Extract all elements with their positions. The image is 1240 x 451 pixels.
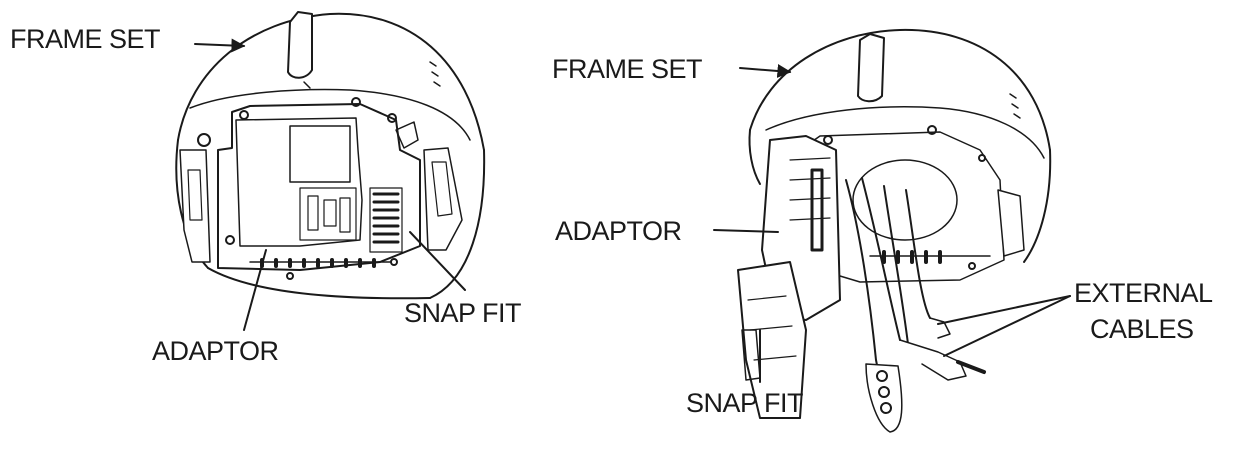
right-external-cables-label-line2: CABLES [1090, 314, 1194, 344]
right-adaptor-label: ADAPTOR [555, 216, 682, 246]
right-snap-fit-label: SNAP FIT [686, 388, 803, 418]
right-external-cables-label-line1: EXTERNAL [1074, 278, 1213, 308]
left-frame-set-label: FRAME SET [10, 24, 160, 54]
left-snap-fit-leader [409, 231, 466, 291]
right-figure: FRAME SET ADAPTOR SNAP FIT EXTERNAL CABL… [552, 28, 1214, 433]
left-adaptor-label: ADAPTOR [152, 336, 279, 366]
right-leader-lines [713, 64, 1071, 383]
right-frame-set-label: FRAME SET [552, 54, 702, 84]
left-frame-set-leader [194, 38, 246, 53]
right-cables-leader-b [943, 295, 1071, 357]
right-cables-leader-a [937, 295, 1071, 325]
left-adaptor-leader [243, 249, 267, 331]
left-leader-lines [194, 38, 466, 331]
left-figure: FRAME SET ADAPTOR SNAP FIT [10, 11, 522, 366]
left-frame-set-drawing [175, 11, 486, 300]
right-adaptor-leader [713, 229, 779, 233]
left-snap-fit-label: SNAP FIT [404, 298, 521, 328]
right-frame-set-drawing [737, 28, 1052, 433]
right-frame-set-leader [739, 64, 792, 78]
